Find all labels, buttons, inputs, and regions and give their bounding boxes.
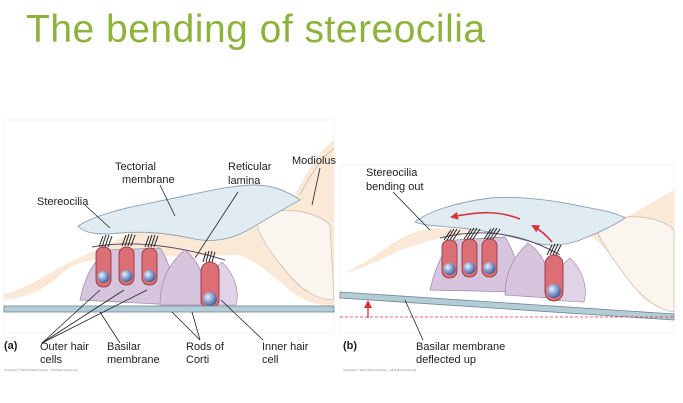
- nucleus: [97, 271, 110, 283]
- stereocilia-bend-arrow: [531, 225, 553, 243]
- nucleus: [143, 270, 156, 282]
- panel-label-b: (b): [343, 340, 357, 352]
- spiral-limbus: [254, 210, 335, 301]
- nucleus: [120, 270, 133, 282]
- basilar-membrane-deflected: [339, 291, 675, 321]
- stereocilia: [98, 233, 216, 263]
- tectorial-membrane: [77, 184, 301, 241]
- modiolus: [299, 147, 335, 196]
- panel-label-a: (a): [4, 340, 18, 352]
- outer-hair-cells: [441, 238, 498, 279]
- tectorial-shear-arrow: [450, 211, 521, 220]
- inner-hair-cell: [200, 261, 220, 310]
- label-stereocilia: Stereocilia: [37, 196, 89, 208]
- nucleus: [463, 262, 476, 274]
- reticular-lamina: [91, 243, 226, 261]
- stereocilia-bent: [443, 227, 562, 256]
- nucleus: [547, 284, 561, 298]
- copyright-b: Copyright © 2016 Wolters Kluwer - All Ri…: [343, 368, 417, 372]
- leader-lines: [41, 167, 321, 344]
- inner-hair-cell: [544, 254, 564, 302]
- slide-title: The bending of stereocilia: [26, 8, 486, 51]
- outer-hair-cells: [95, 246, 158, 288]
- nucleus: [443, 263, 456, 275]
- nucleus: [483, 262, 496, 274]
- basilar-membrane: [3, 305, 335, 313]
- copyright-a: Copyright © 2016 Wolters Kluwer - All Ri…: [4, 368, 78, 372]
- spiral-limbus: [594, 216, 675, 313]
- label-modiolus: Modiolus: [292, 155, 337, 167]
- nucleus: [203, 292, 217, 306]
